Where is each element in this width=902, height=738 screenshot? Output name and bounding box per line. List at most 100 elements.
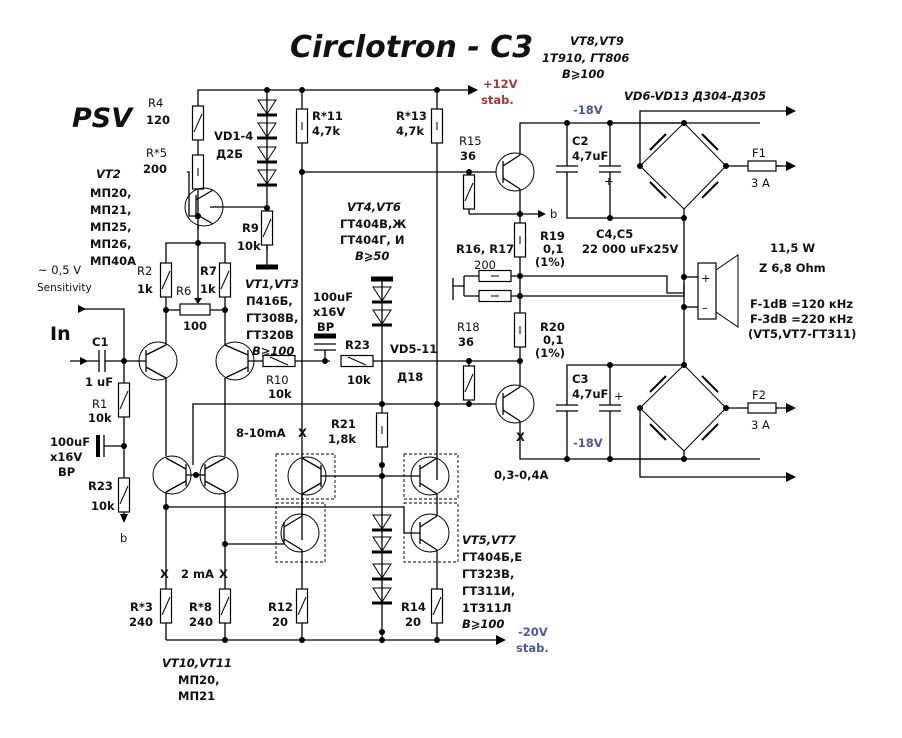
svg-text:R*11: R*11 [312, 109, 343, 123]
svg-text:Z 6,8 Ohm: Z 6,8 Ohm [759, 261, 826, 275]
svg-text:100: 100 [183, 319, 207, 333]
svg-text:20: 20 [272, 615, 288, 629]
svg-text:10k: 10k [268, 387, 292, 401]
resistor-r14: R14 20 [401, 588, 444, 629]
svg-text:200: 200 [474, 258, 496, 272]
svg-text:R*13: R*13 [396, 109, 427, 123]
svg-text:20: 20 [405, 615, 421, 629]
transistor-vt6 [403, 453, 459, 516]
transistor-vt2: VT2 МП20, МП21, МП25, МП26, МП40А [90, 167, 267, 268]
svg-text:(VT5,VT7-ГТ311): (VT5,VT7-ГТ311) [748, 327, 856, 341]
svg-text:C3: C3 [572, 372, 588, 386]
svg-text:X: X [160, 567, 169, 581]
svg-text:F1: F1 [752, 146, 766, 160]
svg-text:+: + [614, 389, 624, 403]
resistor-r8: R*8 240 2 mA [181, 567, 232, 629]
resistor-r12: R12 20 [268, 588, 309, 629]
input-label: In [50, 323, 71, 345]
svg-text:36: 36 [460, 149, 476, 163]
author-tag: PSV [72, 103, 134, 134]
svg-text:VD6-VD13 Д304-Д305: VD6-VD13 Д304-Д305 [624, 89, 766, 103]
resistor-r9: R9 10k [237, 210, 278, 270]
svg-text:ГТ311И,: ГТ311И, [462, 584, 515, 598]
svg-text:1,8k: 1,8k [328, 432, 356, 446]
svg-text:ГТ308В,: ГТ308В, [246, 311, 298, 325]
diode-string-vd1-4: VD1-4 Д2Б [214, 90, 279, 250]
svg-text:C1: C1 [92, 335, 108, 349]
svg-text:C4,C5: C4,C5 [596, 227, 633, 241]
svg-text:Д18: Д18 [397, 370, 423, 384]
transistor-vt3 [215, 341, 271, 456]
diode-string-vd5-11: VD5-11 Д18 R21 1,8k [328, 276, 437, 640]
rail-pos12-sub: stab. [481, 93, 514, 107]
svg-text:R1: R1 [92, 397, 107, 411]
svg-text:0,3-0,4A: 0,3-0,4A [494, 468, 549, 482]
resistor-r13: R*13 4,7k [396, 90, 444, 480]
svg-text:X: X [219, 567, 228, 581]
svg-text:240: 240 [129, 615, 153, 629]
svg-text:R23: R23 [88, 479, 113, 493]
svg-text:-20V: -20V [518, 625, 548, 639]
svg-text:R7: R7 [200, 264, 217, 278]
vt4-vt6-label: VT4,VT6 ГТ404В,Ж ГТ404Г, И B⩾50 [340, 200, 406, 263]
svg-text:R23: R23 [345, 338, 370, 352]
svg-text:B⩾50: B⩾50 [355, 249, 389, 263]
svg-text:2 mA: 2 mA [181, 567, 214, 581]
svg-text:B⩾100: B⩾100 [462, 617, 504, 631]
svg-text:R15: R15 [459, 134, 482, 148]
svg-text:VT4,VT6: VT4,VT6 [347, 200, 401, 214]
svg-text:BP: BP [58, 465, 75, 479]
current-marks: X X X X [160, 426, 525, 581]
svg-text:R*5: R*5 [146, 146, 167, 160]
resistor-r7: R7 1k [198, 242, 232, 345]
svg-text:10k: 10k [237, 239, 261, 253]
svg-text:10k: 10k [91, 499, 115, 513]
resistor-r19: R19 0,1 (1%) [513, 222, 565, 299]
svg-text:МП21,: МП21, [90, 203, 131, 217]
svg-text:ГТ404В,Ж: ГТ404В,Ж [340, 217, 406, 231]
resistor-r5: R*5 200 [143, 140, 205, 219]
capacitor-c2: + C2 4,7uF -18V C4,C5 22 000 uFx25V [556, 103, 684, 256]
svg-text:stab.: stab. [516, 641, 549, 655]
input-section: ~ 0,5 V Sensitivity In C1 1 uF R1 10k 10… [37, 263, 131, 545]
svg-text:F-3dB =220 кHz: F-3dB =220 кHz [750, 312, 853, 326]
bridge-rectifier-top: VD6-VD13 Д304-Д305 F1 3 A [610, 89, 796, 221]
svg-text:(1%): (1%) [535, 346, 565, 360]
svg-text:R14: R14 [401, 600, 426, 614]
resistor-r3: R*3 240 [129, 588, 173, 629]
svg-text:VT8,VT9: VT8,VT9 [570, 34, 624, 48]
svg-text:240: 240 [189, 615, 213, 629]
rail-neg20: -20V stab. [166, 625, 549, 655]
svg-text:(1%): (1%) [535, 255, 565, 269]
svg-text:МП20,: МП20, [90, 186, 131, 200]
svg-text:R20: R20 [540, 320, 565, 334]
svg-text:+: + [604, 174, 614, 188]
svg-text:R21: R21 [331, 417, 356, 431]
svg-text:1Т311Л: 1Т311Л [462, 601, 511, 615]
svg-text:B⩾100: B⩾100 [562, 67, 604, 81]
svg-text:–: – [702, 301, 708, 315]
svg-text:X: X [516, 430, 525, 444]
resistor-r20: R20 0,1 (1%) [513, 312, 565, 364]
rail-pos12-label: +12V [483, 77, 518, 91]
svg-text:VD5-11: VD5-11 [390, 342, 437, 356]
svg-text:Sensitivity: Sensitivity [37, 282, 92, 294]
resistor-r2: R2 1k [137, 242, 198, 345]
svg-text:1k: 1k [137, 282, 153, 296]
svg-text:R10: R10 [266, 373, 289, 387]
resistor-r11: R*11 4,7k [295, 90, 343, 540]
svg-text:120: 120 [146, 113, 170, 127]
svg-text:10k: 10k [88, 411, 112, 425]
svg-text:R18: R18 [457, 320, 480, 334]
transistor-vt8: b VT8,VT9 1Т910, ГТ806 B⩾100 [495, 34, 760, 361]
svg-text:ГТ404Б,Е: ГТ404Б,Е [462, 550, 522, 564]
svg-text:R19: R19 [540, 229, 565, 243]
svg-text:R2: R2 [137, 264, 152, 278]
svg-text:x16V: x16V [313, 305, 345, 319]
svg-text:3 A: 3 A [751, 176, 770, 190]
svg-text:Д2Б: Д2Б [216, 147, 243, 161]
svg-text:200: 200 [143, 162, 167, 176]
svg-text:10k: 10k [347, 373, 371, 387]
svg-text:8-10mA: 8-10mA [236, 426, 286, 440]
